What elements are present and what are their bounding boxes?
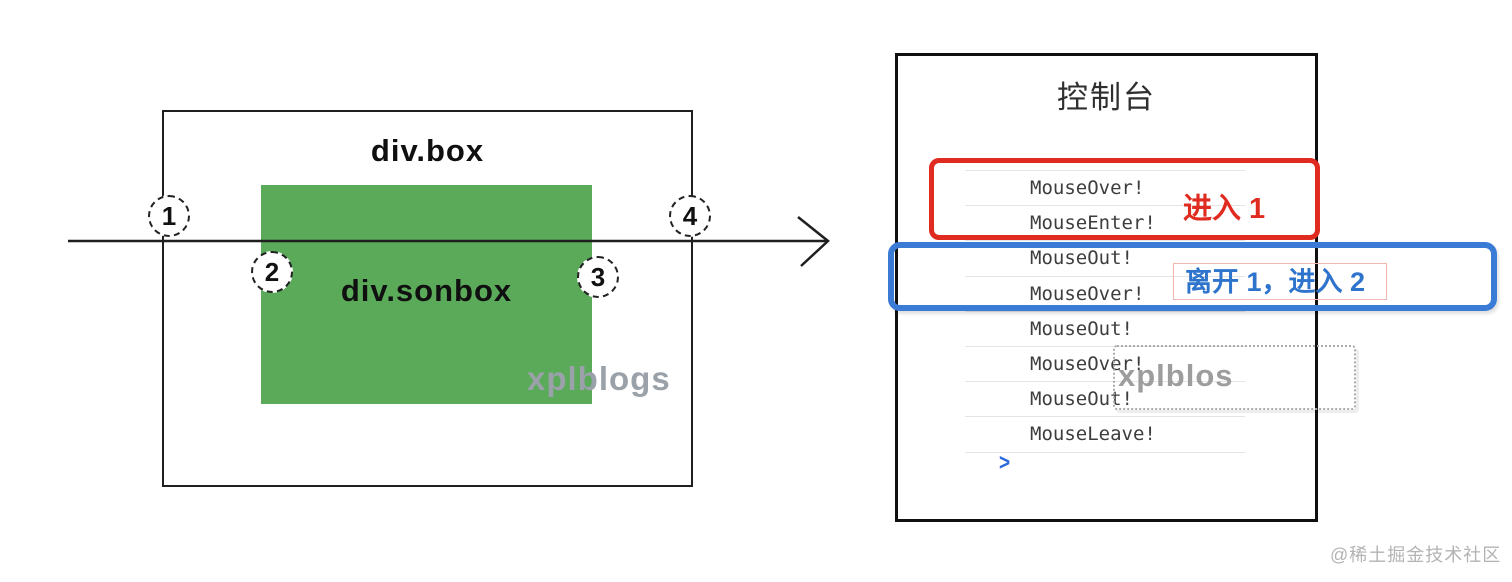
watermark-xplblos: xplblos: [1118, 358, 1234, 393]
div-sonbox-label: div.sonbox: [340, 273, 513, 308]
console-panel: [895, 53, 1318, 522]
annotation-blue-box: [888, 242, 1497, 311]
marker-2: 2: [251, 251, 293, 293]
log-row: MouseOver!: [965, 347, 1245, 383]
div-box-label: div.box: [370, 133, 485, 168]
console-prompt-chevron-icon[interactable]: >: [999, 451, 1011, 477]
log-row: MouseOver!: [965, 277, 1245, 312]
log-row: MouseOut!: [965, 241, 1245, 277]
annotation-dotted-box: [1113, 345, 1356, 410]
annotation-red-box: [929, 158, 1320, 240]
console-title: 控制台: [1057, 80, 1156, 115]
log-row: MouseOut!: [965, 312, 1245, 347]
div-sonbox: [261, 185, 592, 404]
marker-3: 3: [577, 256, 619, 298]
marker-4: 4: [669, 195, 711, 237]
log-row: MouseOut!: [965, 382, 1245, 418]
watermark-xplblogs: xplblogs: [527, 360, 671, 397]
log-row: MouseOver!: [965, 170, 1245, 207]
footer-watermark: @稀土掘金技术社区: [1330, 545, 1502, 565]
console-log-list: MouseOver! MouseEnter! MouseOut! MouseOv…: [965, 170, 1245, 453]
log-row: MouseEnter!: [965, 206, 1245, 242]
marker-1: 1: [148, 195, 190, 237]
annotation-leave1-enter2-label: 离开 1，进入 2: [1173, 263, 1387, 300]
log-row: MouseLeave!: [965, 417, 1245, 453]
annotation-enter1-label: 进入 1: [1183, 193, 1266, 225]
